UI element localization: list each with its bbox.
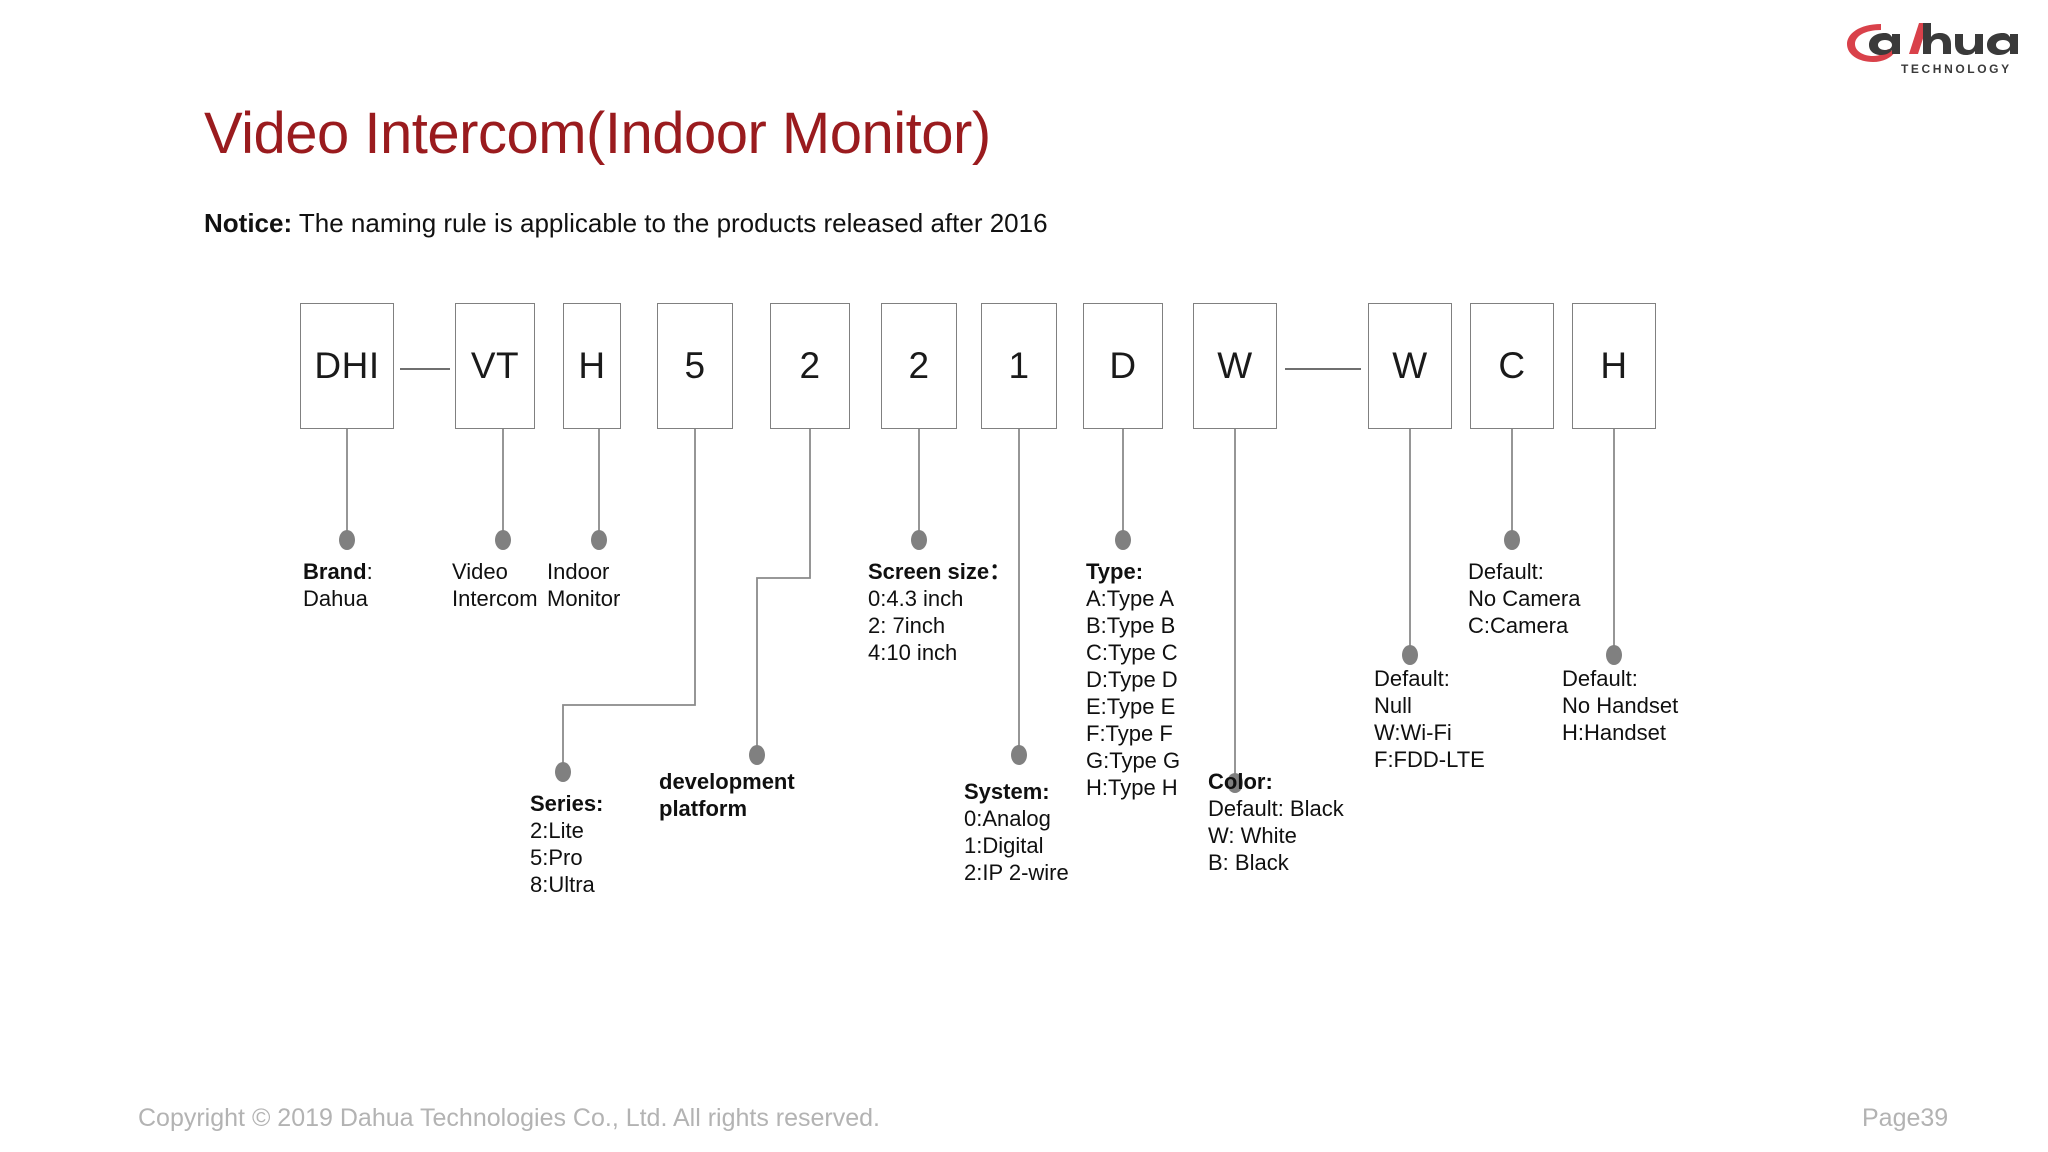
annotation-video-intercom-body: Intercom xyxy=(452,586,538,611)
annotation-type-head: Type: xyxy=(1086,559,1144,584)
annotation-screen-size: Screen size： 0:4.3 inch 2: 7inch 4:10 in… xyxy=(868,558,1011,666)
logo-tagline: TECHNOLOGY xyxy=(1901,62,2012,76)
connector-dot-screen-size xyxy=(911,530,927,550)
annotation-type: Type: A:Type A B:Type B C:Type C D:Type … xyxy=(1086,558,1180,801)
code-box-series: 5 xyxy=(657,303,733,429)
annotation-series: Series: 2:Lite 5:Pro 8:Ultra xyxy=(530,790,603,898)
annotation-camera-body: No Camera C:Camera xyxy=(1468,586,1581,638)
annotation-brand-body: Dahua xyxy=(303,586,368,611)
annotation-indoor-monitor-head: Indoor xyxy=(547,559,610,584)
annotation-video-intercom-head: Video xyxy=(452,559,508,584)
connector-dot-series xyxy=(555,762,571,782)
connector-dot-indoor-monitor xyxy=(591,530,607,550)
connector-dot-brand xyxy=(339,530,355,550)
annotation-wireless: Default: Null W:Wi-Fi F:FDD-LTE xyxy=(1374,665,1485,773)
code-box-platform: 2 xyxy=(770,303,850,429)
notice-text: The naming rule is applicable to the pro… xyxy=(292,208,1048,238)
annotation-brand-head-suffix: : xyxy=(366,559,373,584)
code-box-category: VT xyxy=(455,303,535,429)
annotation-series-head: Series: xyxy=(530,791,604,816)
annotation-screen-size-body: 0:4.3 inch 2: 7inch 4:10 inch xyxy=(868,586,964,665)
page-title: Video Intercom(Indoor Monitor) xyxy=(204,101,991,166)
connector-dot-video-intercom xyxy=(495,530,511,550)
annotation-indoor-monitor-body: Monitor xyxy=(547,586,621,611)
annotation-brand: Brand: Dahua xyxy=(303,558,373,612)
connector-dot-handset xyxy=(1606,645,1622,665)
annotation-handset-body: No Handset H:Handset xyxy=(1562,693,1679,745)
code-box-wireless: W xyxy=(1368,303,1452,429)
annotation-series-body: 2:Lite 5:Pro 8:Ultra xyxy=(530,818,595,897)
footer-page-number: Page39 xyxy=(1862,1104,1949,1132)
code-box-device: H xyxy=(563,303,621,429)
annotation-type-body: A:Type A B:Type B C:Type C D:Type D E:Ty… xyxy=(1086,586,1181,800)
annotation-brand-head: Brand xyxy=(303,559,367,584)
annotation-system-head: System: xyxy=(964,779,1050,804)
annotation-handset: Default: No Handset H:Handset xyxy=(1562,665,1678,746)
connector-dot-development-platform xyxy=(749,745,765,765)
annotation-color-body: Default: Black W: White B: Black xyxy=(1208,796,1344,875)
connector-line-development-platform xyxy=(756,429,811,748)
annotation-system-body: 0:Analog 1:Digital 2:IP 2-wire xyxy=(964,806,1069,885)
code-separator-link-2 xyxy=(1285,368,1361,370)
annotation-development-platform: development platform xyxy=(659,768,795,822)
code-box-camera: C xyxy=(1470,303,1554,429)
code-box-screen-size: 2 xyxy=(881,303,957,429)
code-box-brand: DHI xyxy=(300,303,394,429)
annotation-wireless-head: Default: xyxy=(1374,666,1450,691)
annotation-camera: Default: No Camera C:Camera xyxy=(1468,558,1580,639)
annotation-system: System: 0:Analog 1:Digital 2:IP 2-wire xyxy=(964,778,1069,886)
connector-dot-system xyxy=(1011,745,1027,765)
code-separator-link-1 xyxy=(400,368,450,370)
annotation-screen-size-head: Screen size： xyxy=(868,559,1012,584)
code-box-handset: H xyxy=(1572,303,1656,429)
connector-dot-wireless xyxy=(1402,645,1418,665)
notice-label: Notice: xyxy=(204,208,293,238)
annotation-wireless-body: Null W:Wi-Fi F:FDD-LTE xyxy=(1374,693,1485,772)
annotation-color-head: Color: xyxy=(1208,769,1273,794)
code-box-color: W xyxy=(1193,303,1277,429)
annotation-indoor-monitor: Indoor Monitor xyxy=(547,558,620,612)
annotation-camera-head: Default: xyxy=(1468,559,1544,584)
annotation-video-intercom: Video Intercom xyxy=(452,558,538,612)
footer-copyright: Copyright © 2019 Dahua Technologies Co.,… xyxy=(138,1104,880,1132)
connector-dot-camera xyxy=(1504,530,1520,550)
annotation-development-platform-head: development platform xyxy=(659,769,795,821)
connector-dot-type xyxy=(1115,530,1131,550)
code-box-system: 1 xyxy=(981,303,1057,429)
code-box-type: D xyxy=(1083,303,1163,429)
annotation-handset-head: Default: xyxy=(1562,666,1638,691)
dahua-wordmark-icon xyxy=(1847,23,2018,62)
annotation-color: Color: Default: Black W: White B: Black xyxy=(1208,768,1344,876)
notice-line: Notice: The naming rule is applicable to… xyxy=(204,208,1048,239)
dahua-logo: TECHNOLOGY xyxy=(1845,20,2030,82)
